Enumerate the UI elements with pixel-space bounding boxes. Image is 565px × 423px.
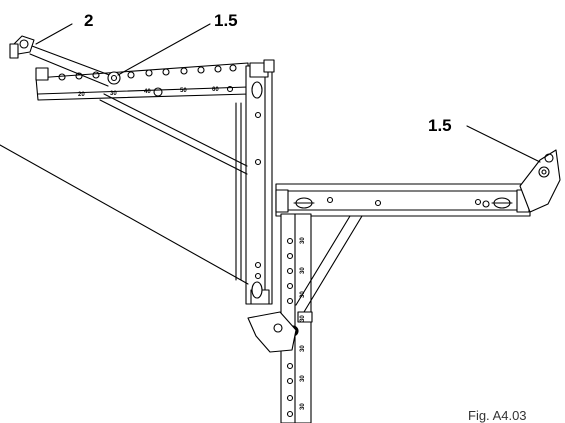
scale-mark-50: 50: [180, 88, 187, 94]
vertical-scale-mark: 30: [300, 291, 306, 298]
upper-left-arm: [35, 62, 250, 101]
callout-label-1-5-right: 1.5: [428, 116, 452, 135]
vertical-scale-mark: 30: [300, 315, 306, 322]
callout-label-1-5-top: 1.5: [214, 11, 238, 30]
vertical-scale-mark: 30: [300, 345, 306, 352]
lower-diagonal-brace: [295, 215, 363, 313]
upper-diagonal-brace: [99, 93, 248, 281]
scale-mark-60: 60: [212, 87, 219, 93]
clamp-plate: [247, 311, 313, 353]
clamp-knob-top-left: [9, 35, 121, 87]
left-leader-line: [0, 144, 249, 285]
scale-mark-30: 30: [110, 91, 117, 97]
figure-caption: Fig. A4.03: [468, 408, 527, 423]
upper-arm-holes: [58, 64, 237, 97]
clamp-knob-right: [519, 149, 561, 213]
scale-mark-40: 40: [144, 89, 151, 95]
vertical-scale-mark: 30: [300, 375, 306, 382]
vertical-scale-mark: 30: [300, 267, 306, 274]
right-horizontal-arm: [275, 183, 531, 217]
callout-1-5-right-leader: [466, 125, 541, 163]
callout-label-2: 2: [84, 11, 94, 30]
upper-vertical-post: [245, 59, 275, 305]
callout-2-leader: [35, 23, 73, 45]
scale-mark-20: 20: [78, 92, 85, 98]
callout-1-5-top-leader: [117, 23, 211, 76]
vertical-scale-mark: 30: [300, 403, 306, 410]
vertical-scale-mark: 30: [300, 237, 306, 244]
